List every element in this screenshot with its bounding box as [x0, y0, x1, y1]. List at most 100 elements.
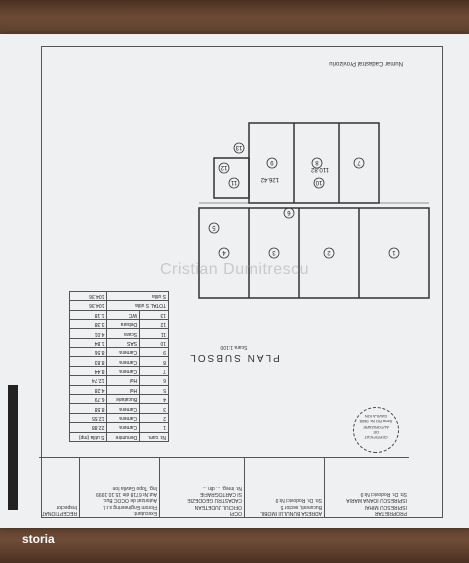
- owner-cell: PROPRIETAR ISPIRESCU MIHAI ISPIRESCU IOA…: [324, 458, 409, 518]
- room-nr: 13: [139, 310, 169, 320]
- room-name: Debara: [106, 319, 140, 329]
- room-name: Camera: [106, 422, 140, 433]
- room-area: 3.38: [69, 319, 107, 329]
- room-nr: 4: [139, 394, 169, 404]
- room-nr: 11: [139, 328, 169, 339]
- room-area: 1.84: [69, 338, 107, 348]
- room-area: 8.44: [69, 366, 107, 376]
- room-marker: [283, 207, 295, 219]
- stamp-line-1: CERTIFICAT: [364, 435, 388, 440]
- room-name: Camera: [106, 366, 140, 376]
- room-name: Bucatarie: [106, 394, 140, 404]
- room-area: 12.74: [69, 375, 107, 386]
- room-number: 1: [392, 249, 396, 255]
- col-area: S utila (mp): [69, 432, 107, 442]
- room-number: 10: [315, 179, 322, 185]
- room-nr: 8: [139, 356, 169, 367]
- room-area: 8.58: [69, 403, 107, 414]
- room-nr: 1: [139, 422, 169, 433]
- ocpi-reg: Nr. inreg. ... din ...: [202, 485, 242, 491]
- room-number: 5: [212, 224, 216, 230]
- ocpi-line-2: CADASTRU GEODEZIE: [187, 497, 242, 504]
- room-marker: [268, 247, 280, 259]
- col-room-nr: Nr. cam.: [139, 432, 169, 442]
- room-name: Camera: [106, 347, 140, 357]
- room-name: SAS: [106, 338, 140, 348]
- room-area: 12.55: [69, 413, 107, 423]
- room-number: 4: [222, 249, 226, 255]
- room-nr: 12: [139, 319, 169, 329]
- inspector-label: Inspector: [56, 503, 77, 510]
- room-name: Hol: [106, 375, 140, 386]
- room-nr: 7: [139, 366, 169, 376]
- watermark: Cristian Dumitrescu: [159, 261, 310, 278]
- rotated-sheet: PROPRIETAR ISPIRESCU MIHAI ISPIRESCU IOA…: [0, 34, 469, 528]
- owner-address: Str. Dr. Rodovici Nr.9: [360, 491, 407, 498]
- room-marker: [313, 177, 325, 189]
- reception-label: RECEPTIONAT: [41, 510, 77, 516]
- total-value: 104.36: [69, 300, 107, 311]
- room-nr: 5: [139, 385, 169, 395]
- room-name: WC: [106, 310, 140, 320]
- room-nr: 9: [139, 347, 169, 357]
- scan-edge-bar: [8, 385, 18, 510]
- room-nr: 10: [139, 338, 169, 348]
- address-line-1: Bucuresti, sector 5: [280, 503, 322, 510]
- ocpi-line-1: OFICIUL JUDETEAN: [194, 503, 242, 510]
- stamp-line-5: GAVILA ION: [364, 414, 388, 420]
- room-number: 6: [287, 209, 291, 215]
- executant-cell: Executant: Florom Engineering s.r.l. Aut…: [79, 458, 159, 518]
- room-area: 4.28: [69, 385, 107, 395]
- room-area: 22.88: [69, 422, 107, 433]
- footer-value: 104.36: [69, 291, 107, 301]
- wall-outline-stair: [213, 157, 250, 199]
- room-number: 3: [272, 249, 276, 255]
- room-marker: [208, 222, 220, 234]
- floor-plan-document: PROPRIETAR ISPIRESCU MIHAI ISPIRESCU IOA…: [0, 34, 469, 528]
- room-area: 6.79: [69, 394, 107, 404]
- room-number: 11: [230, 179, 237, 185]
- dim-label-2: 110.82: [310, 166, 329, 172]
- table-header-row: Nr. cam. Denumire S utila (mp): [69, 432, 169, 442]
- room-marker: [388, 247, 400, 259]
- room-area: 1.18: [69, 310, 107, 320]
- room-number: 9: [270, 159, 274, 165]
- room-nr: 6: [139, 375, 169, 386]
- dim-label-1: 126.42: [260, 176, 279, 182]
- room-name: Scara: [106, 328, 140, 339]
- room-number: 13: [235, 144, 242, 150]
- room-marker: [353, 157, 365, 169]
- executant-auth: Autorizat de OCOC Buc.: [102, 497, 157, 504]
- executant-engineer: Ing. Topo Gavila Ion: [112, 485, 157, 491]
- room-marker: [228, 177, 240, 189]
- plan-scale: Scara 1:100: [220, 344, 248, 350]
- address-line-2: Str. Dr. Rodovici Nr.9: [275, 497, 322, 504]
- room-area: 8.83: [69, 356, 107, 367]
- cadastral-note: Numar Cadastral Provizoriu: [329, 60, 403, 66]
- room-marker: [218, 247, 230, 259]
- wall-outline-main: [198, 207, 430, 299]
- room-marker: [218, 162, 230, 174]
- ocpi-cell: OCPI OFICIUL JUDETEAN CADASTRU GEODEZIE …: [159, 458, 244, 518]
- executant-label: Executant:: [133, 510, 157, 516]
- address-label: ADRESA BUNULUI IMOBIL: [260, 510, 322, 516]
- room-marker: [311, 157, 323, 169]
- ocpi-title: OCPI: [229, 510, 242, 516]
- room-number: 8: [315, 159, 319, 165]
- title-block: PROPRIETAR ISPIRESCU MIHAI ISPIRESCU IOA…: [39, 457, 409, 518]
- footer-label: S utila: [106, 291, 169, 301]
- executant-company: Florom Engineering s.r.l.: [102, 503, 157, 510]
